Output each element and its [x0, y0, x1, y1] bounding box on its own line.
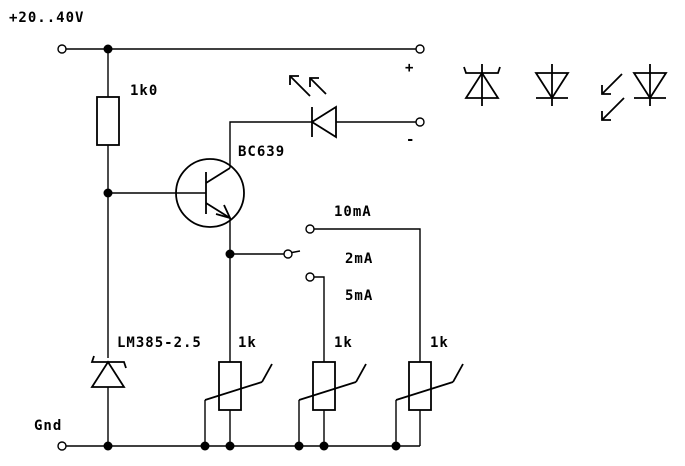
- led-triangle: [310, 105, 337, 139]
- current-10ma-label: 10mA: [334, 204, 372, 220]
- junctions: [103, 44, 401, 451]
- legend-diode: [534, 64, 570, 106]
- collector-wire: [229, 121, 312, 168]
- pot-3-body: [408, 361, 432, 411]
- pot-1-label: 1k: [238, 335, 257, 351]
- ground-terminal: [57, 441, 67, 451]
- led-emission-1: [289, 75, 311, 97]
- junction-rail: [103, 44, 113, 54]
- pot-3-wiper: [395, 381, 454, 401]
- led-emission-2: [309, 77, 327, 95]
- transistor-emitter: [205, 202, 231, 219]
- junction-gnd-4: [294, 441, 304, 451]
- reference-label: LM385-2.5: [117, 335, 202, 351]
- led-emission-2-head: [309, 77, 319, 87]
- pot-1: [204, 361, 273, 411]
- junction-gnd-5: [319, 441, 329, 451]
- switch-contact-5ma: [305, 272, 315, 282]
- pot-1-wiper-tick: [261, 363, 273, 383]
- legend-led-emission-2: [601, 97, 625, 121]
- supply-label: +20..40V: [9, 10, 84, 26]
- junction-gnd-2: [200, 441, 210, 451]
- ground-label: Gnd: [34, 418, 62, 434]
- branch-5ma-wire: [314, 276, 325, 362]
- pot-1-wiper: [204, 381, 263, 401]
- junction-gnd-6: [391, 441, 401, 451]
- pot-2-wiper: [298, 381, 357, 401]
- transistor-collector: [205, 167, 231, 184]
- led-emission-1-head: [289, 75, 299, 85]
- reference-triangle: [90, 360, 126, 388]
- junction-gnd-1: [103, 441, 113, 451]
- current-5ma-label: 5mA: [345, 288, 373, 304]
- transistor-label: BC639: [238, 144, 285, 160]
- switch-common-contact: [283, 249, 293, 259]
- pot-2-body: [312, 361, 336, 411]
- pot-2: [298, 361, 367, 411]
- legend-led-emission-2-head: [601, 111, 611, 121]
- current-2ma-label: 2mA: [345, 251, 373, 267]
- reference-bar: [90, 355, 127, 369]
- pot-3-label: 1k: [430, 335, 449, 351]
- pot-2-wiper-tick: [355, 363, 367, 383]
- switch-contact-10ma: [305, 224, 315, 234]
- transistor-body: [175, 158, 245, 228]
- resistor-1k0: [96, 96, 120, 146]
- minus-label: -: [406, 132, 415, 148]
- transistor-bc639: [175, 158, 245, 228]
- wires: [62, 48, 421, 447]
- pot-1-body: [218, 361, 242, 411]
- pot-2-label: 1k: [334, 335, 353, 351]
- pot-3: [395, 361, 464, 411]
- emitter-arrow: [215, 204, 232, 220]
- junction-base: [103, 188, 113, 198]
- legend-led-emission-1: [601, 73, 623, 95]
- legend-led-emission-1-head: [601, 85, 611, 95]
- legend-led: [601, 64, 668, 121]
- junction-emitter: [225, 249, 235, 259]
- supply-terminal: [57, 44, 67, 54]
- junction-gnd-3: [225, 441, 235, 451]
- led: [289, 75, 337, 139]
- reference-diode: [90, 355, 127, 388]
- pot-3-wiper-tick: [452, 363, 464, 383]
- plus-label: +: [405, 60, 414, 76]
- resistor-label: 1k0: [130, 83, 158, 99]
- branch-10ma-wire: [314, 228, 421, 362]
- plus-terminal: [415, 44, 425, 54]
- legend-zener-diode: [463, 64, 501, 106]
- minus-terminal: [415, 117, 425, 127]
